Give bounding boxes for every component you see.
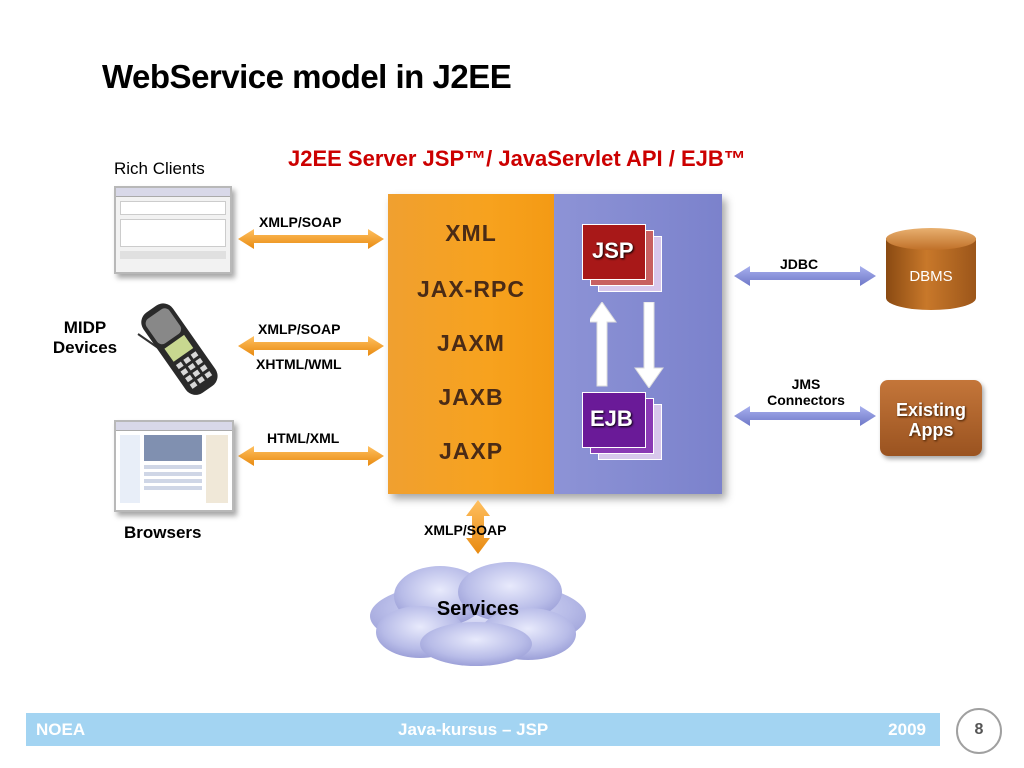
browser-screenshot — [114, 420, 234, 512]
midp-label-line2: Devices — [52, 338, 118, 357]
page-number: 8 — [974, 721, 984, 738]
page-number-badge: 8 — [956, 708, 1002, 754]
arrow-down-icon — [634, 302, 664, 388]
footer-left: NOEA — [36, 720, 86, 739]
dbms-cylinder-body — [886, 238, 976, 310]
jsp-ejb-arrows — [590, 302, 664, 388]
jsp-label: JSP — [592, 238, 634, 263]
apps-label-line2: Apps — [908, 420, 954, 440]
ejb-card-front — [582, 392, 646, 448]
rich-clients-label: Rich Clients — [114, 159, 205, 178]
tech-xml: XML — [445, 220, 497, 246]
existing-apps-box — [880, 380, 982, 456]
services-proto-label: XMLP/SOAP — [424, 522, 507, 538]
apps-label-line1: Existing — [895, 400, 966, 420]
arrow-up-icon — [590, 302, 617, 387]
rich-client-screenshot — [114, 186, 232, 274]
browser-proto-label: HTML/XML — [267, 430, 340, 446]
rich-proto-label: XMLP/SOAP — [259, 214, 342, 230]
jdbc-arrow — [734, 266, 876, 286]
jms-label: JMS Connectors — [750, 376, 862, 408]
midp-label-line1: MIDP — [63, 318, 107, 337]
tech-jaxb: JAXB — [438, 384, 504, 410]
rich-clients-arrow — [238, 229, 384, 249]
services-arrow — [466, 500, 490, 554]
jsp-card-front — [582, 224, 646, 280]
slide-title: WebService model in J2EE — [102, 58, 512, 95]
jms-label-line2: Connectors — [767, 392, 845, 408]
browsers-label: Browsers — [124, 523, 202, 542]
services-cloud-icon — [370, 562, 586, 666]
midp-proto-label-2: XHTML/WML — [256, 356, 342, 372]
midp-arrow — [238, 336, 384, 356]
browsers-arrow — [238, 446, 384, 466]
j2ee-server-box: XML JAX-RPC JAXM JAXB JAXP JSP EJB — [388, 194, 722, 494]
server-title: J2EE Server JSP™/ JavaServlet API / EJB™ — [288, 146, 746, 171]
tech-jaxm: JAXM — [437, 330, 505, 356]
mobile-phone-icon — [137, 303, 218, 395]
services-label: Services — [436, 598, 520, 620]
footer-bar: NOEA Java-kursus – JSP 2009 — [26, 713, 940, 746]
midp-label: MIDP Devices — [38, 318, 132, 358]
footer-center: Java-kursus – JSP — [398, 720, 549, 739]
ejb-label: EJB — [590, 406, 633, 431]
tech-jax-rpc: JAX-RPC — [417, 276, 525, 302]
dbms-cylinder-top — [886, 228, 976, 250]
existing-apps-label: Existing Apps — [880, 400, 982, 440]
server-api-column: XML JAX-RPC JAXM JAXB JAXP — [388, 194, 554, 494]
footer-right: 2009 — [888, 720, 926, 739]
tech-jaxp: JAXP — [438, 438, 504, 464]
jdbc-label: JDBC — [780, 256, 819, 272]
server-component-column: JSP EJB — [554, 194, 722, 494]
midp-proto-label-1: XMLP/SOAP — [258, 321, 341, 337]
jms-label-line1: JMS — [791, 376, 821, 392]
jms-arrow — [734, 406, 876, 426]
dbms-label: DBMS — [909, 268, 953, 285]
